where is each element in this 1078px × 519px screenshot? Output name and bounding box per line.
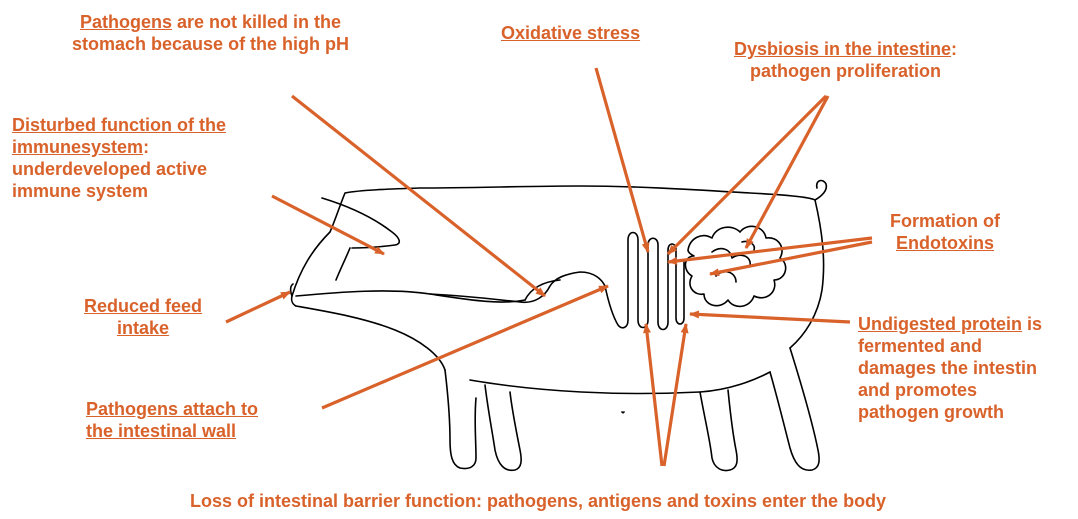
label-barrier-loss: Loss of intestinal barrier function: pat… (190, 490, 886, 512)
label-stomach-keyword: Pathogens (80, 12, 172, 32)
arrow-dysbiosis-2 (746, 96, 828, 248)
label-feed-line2: intake (84, 317, 202, 339)
label-stomach: Pathogens are not killed in the stomach … (72, 11, 349, 55)
label-dysbiosis: Dysbiosis in the intestine: pathogen pro… (734, 38, 957, 82)
arrow-protein (690, 314, 850, 322)
arrow-feed (226, 292, 290, 322)
label-attach-line1: Pathogens attach to (86, 398, 258, 420)
label-reduced-feed: Reduced feed intake (84, 295, 202, 339)
label-protein-rest: is (1022, 314, 1042, 334)
arrow-barrier-1 (646, 324, 662, 466)
label-stomach-rest: are not killed in the (172, 12, 341, 32)
label-dysbiosis-keyword: Dysbiosis in the intestine (734, 39, 951, 59)
label-immune-keyword: immunesystem (12, 137, 143, 157)
label-attach-line2: the intestinal wall (86, 420, 258, 442)
label-protein-line5: pathogen growth (858, 401, 1042, 423)
label-undigested-protein: Undigested protein is fermented and dama… (858, 313, 1042, 423)
label-protein-keyword: Undigested protein (858, 314, 1022, 334)
label-immune-line4: immune system (12, 180, 226, 202)
label-immune-system: Disturbed function of the immunesystem: … (12, 114, 226, 202)
label-oxidative-stress: Oxidative stress (501, 22, 640, 44)
label-immune-colon: : (143, 137, 149, 157)
arrow-barrier-2 (664, 324, 686, 466)
label-pathogens-attach: Pathogens attach to the intestinal wall (86, 398, 258, 442)
label-feed-line1: Reduced feed (84, 295, 202, 317)
label-dysbiosis-line2: pathogen proliferation (734, 60, 957, 82)
label-dysbiosis-colon: : (951, 39, 957, 59)
label-endotoxins-line2: Endotoxins (890, 232, 1000, 254)
arrow-attach (322, 286, 608, 408)
label-stomach-line2: stomach because of the high pH (72, 33, 349, 55)
arrow-stomach (292, 96, 545, 296)
pig-illustration (291, 181, 827, 471)
label-protein-line3: damages the intestin (858, 357, 1042, 379)
label-immune-line1: Disturbed function of the (12, 114, 226, 136)
label-endotoxins: Formation of Endotoxins (890, 210, 1000, 254)
arrow-endotoxins-1 (668, 238, 872, 262)
label-immune-line3: underdeveloped active (12, 158, 226, 180)
annotation-arrows (226, 68, 872, 466)
label-protein-line4: and promotes (858, 379, 1042, 401)
label-endotoxins-line1: Formation of (890, 210, 1000, 232)
arrow-oxidative (596, 68, 648, 252)
arrow-immune (272, 196, 384, 254)
label-protein-line2: fermented and (858, 335, 1042, 357)
arrow-dysbiosis-1 (668, 96, 826, 254)
